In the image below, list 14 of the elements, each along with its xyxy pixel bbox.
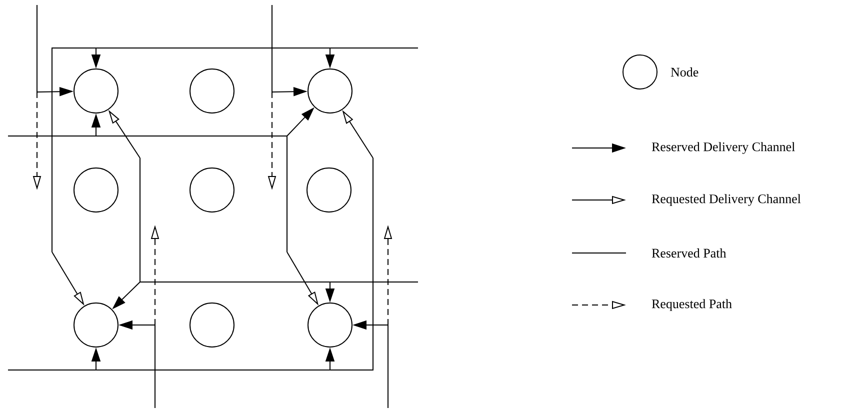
node-circle (308, 68, 352, 114)
node-circle (74, 302, 118, 348)
node-circle (74, 168, 118, 212)
node-circle (306, 168, 352, 212)
legend-label: Reserved Delivery Channel (652, 142, 795, 154)
legend-label: Requested Path (652, 299, 732, 311)
legend-label: Node (670, 67, 698, 77)
node-circle (190, 168, 234, 212)
node-circle (74, 68, 118, 114)
node-circle (190, 68, 234, 114)
node-circle (308, 302, 352, 348)
legend-label: Requested Delivery Channel (652, 194, 801, 206)
node-circle (190, 302, 234, 348)
legend-label: Reserved Path (652, 248, 726, 258)
